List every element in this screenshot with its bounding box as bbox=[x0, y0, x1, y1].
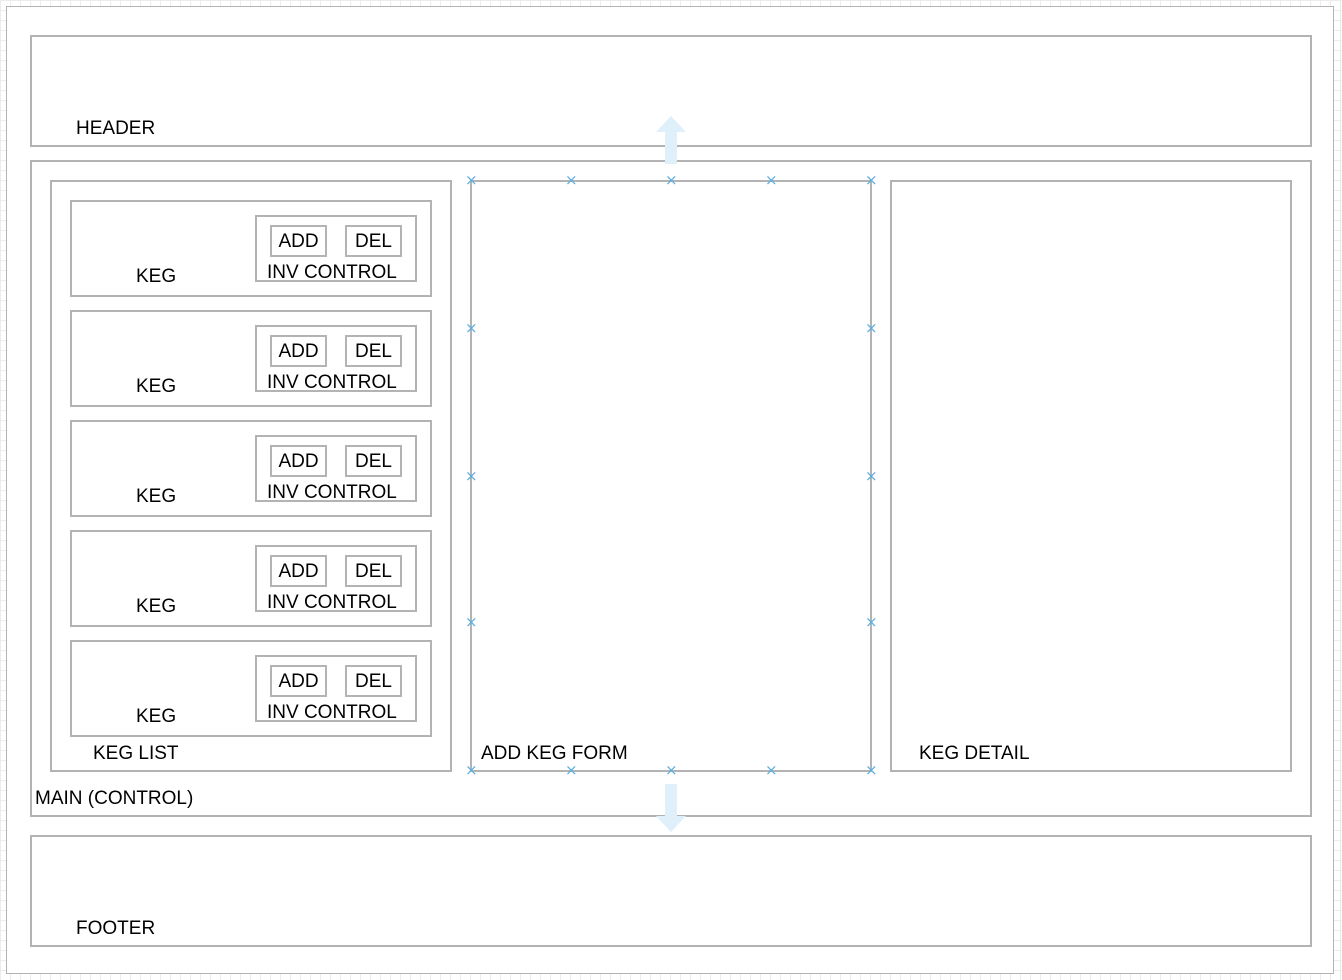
keg-item[interactable]: KEG ADD DEL INV CONTROL bbox=[70, 530, 432, 627]
footer-label: FOOTER bbox=[76, 918, 156, 939]
selection-handle-icon[interactable]: × bbox=[865, 761, 878, 779]
keg-item[interactable]: KEG ADD DEL INV CONTROL bbox=[70, 200, 432, 297]
inv-control-label: INV CONTROL bbox=[267, 592, 397, 613]
add-button[interactable]: ADD bbox=[270, 335, 327, 367]
inv-control-label: INV CONTROL bbox=[267, 372, 397, 393]
selection-handle-icon[interactable]: × bbox=[865, 467, 878, 485]
add-keg-form-label: ADD KEG FORM bbox=[481, 743, 628, 764]
selection-handle-icon[interactable]: × bbox=[465, 761, 478, 779]
selection-handle-icon[interactable]: × bbox=[465, 319, 478, 337]
del-button[interactable]: DEL bbox=[345, 335, 402, 367]
header-label: HEADER bbox=[76, 118, 156, 139]
keg-label: KEG bbox=[136, 486, 177, 507]
inv-control-label: INV CONTROL bbox=[267, 482, 397, 503]
inv-control-box: ADD DEL INV CONTROL bbox=[255, 215, 417, 282]
add-button[interactable]: ADD bbox=[270, 555, 327, 587]
selection-handle-icon[interactable]: × bbox=[765, 761, 778, 779]
del-button[interactable]: DEL bbox=[345, 555, 402, 587]
keg-label: KEG bbox=[136, 376, 177, 397]
selection-handle-icon[interactable]: × bbox=[565, 761, 578, 779]
keg-label: KEG bbox=[136, 266, 177, 287]
keg-list-label: KEG LIST bbox=[93, 743, 179, 764]
selection-handle-icon[interactable]: × bbox=[465, 467, 478, 485]
selection-handle-icon[interactable]: × bbox=[865, 171, 878, 189]
add-button[interactable]: ADD bbox=[270, 665, 327, 697]
add-keg-form-box[interactable]: ADD KEG FORM bbox=[470, 180, 872, 772]
keg-item[interactable]: KEG ADD DEL INV CONTROL bbox=[70, 310, 432, 407]
inv-control-label: INV CONTROL bbox=[267, 702, 397, 723]
selection-handle-icon[interactable]: × bbox=[465, 171, 478, 189]
del-button[interactable]: DEL bbox=[345, 445, 402, 477]
keg-detail-label: KEG DETAIL bbox=[919, 743, 1030, 764]
selection-handle-icon[interactable]: × bbox=[665, 761, 678, 779]
inv-control-box: ADD DEL INV CONTROL bbox=[255, 545, 417, 612]
keg-label: KEG bbox=[136, 706, 177, 727]
resize-down-arrow-icon[interactable] bbox=[656, 784, 686, 832]
inv-control-box: ADD DEL INV CONTROL bbox=[255, 435, 417, 502]
selection-handle-icon[interactable]: × bbox=[665, 171, 678, 189]
del-button[interactable]: DEL bbox=[345, 225, 402, 257]
inv-control-label: INV CONTROL bbox=[267, 262, 397, 283]
inv-control-box: ADD DEL INV CONTROL bbox=[255, 325, 417, 392]
footer-box[interactable]: FOOTER bbox=[30, 835, 1312, 947]
keg-detail-box[interactable]: KEG DETAIL bbox=[890, 180, 1292, 772]
add-button[interactable]: ADD bbox=[270, 445, 327, 477]
inv-control-box: ADD DEL INV CONTROL bbox=[255, 655, 417, 722]
resize-up-arrow-icon[interactable] bbox=[656, 116, 686, 164]
selection-handle-icon[interactable]: × bbox=[465, 613, 478, 631]
keg-label: KEG bbox=[136, 596, 177, 617]
selection-handle-icon[interactable]: × bbox=[765, 171, 778, 189]
selection-handle-icon[interactable]: × bbox=[865, 613, 878, 631]
del-button[interactable]: DEL bbox=[345, 665, 402, 697]
add-button[interactable]: ADD bbox=[270, 225, 327, 257]
selection-handle-icon[interactable]: × bbox=[565, 171, 578, 189]
selection-handle-icon[interactable]: × bbox=[865, 319, 878, 337]
main-control-label: MAIN (CONTROL) bbox=[35, 788, 194, 809]
keg-item[interactable]: KEG ADD DEL INV CONTROL bbox=[70, 420, 432, 517]
keg-item[interactable]: KEG ADD DEL INV CONTROL bbox=[70, 640, 432, 737]
